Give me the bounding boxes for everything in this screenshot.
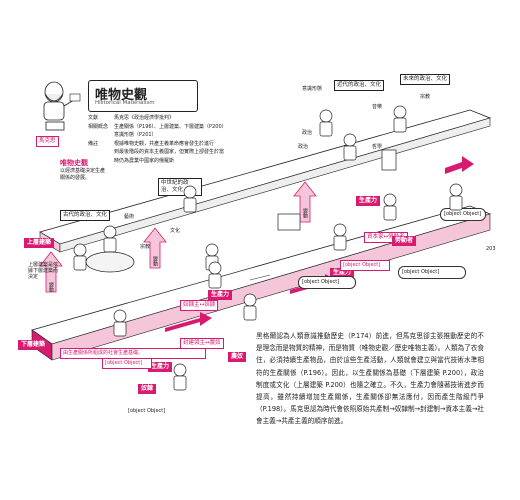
- title-box: 唯物史觀 Historical Materialism: [88, 80, 198, 112]
- def-row: 備註 根據唯物史觀，共產主義革命應會發生於進行: [88, 140, 228, 149]
- left-desc: 以經濟基礎決定生產關係的發展。: [60, 168, 106, 181]
- def-value: 馬克思《政治經濟學批判》: [114, 115, 175, 121]
- label-politics: 政治: [302, 130, 313, 136]
- future-arrow: [445, 156, 474, 174]
- power-tag: 生產力: [330, 268, 355, 278]
- def-row: 到最後階段的資本主義國家，但實際上卻發生於當時仍為農業中國家的俄羅斯: [88, 148, 228, 165]
- arena: [85, 251, 135, 273]
- caption-tech-2: [object Object]: [340, 260, 390, 271]
- def-value: 根據唯物史觀，共產主義革命應會發生於進行: [114, 140, 215, 147]
- caption-serf: [object Object]: [102, 358, 152, 369]
- def-term: 相關概念: [88, 123, 109, 130]
- label-culture: 文化: [170, 228, 181, 234]
- left-heading: 唯物史觀: [60, 159, 88, 167]
- tag-worker: 勞動者: [392, 236, 417, 246]
- label-religion-2: 宗教: [420, 94, 431, 100]
- tower: [381, 149, 397, 171]
- tag-slave: 奴隸: [138, 384, 157, 394]
- label-religion: 宗教: [140, 244, 151, 250]
- change-label: 變動: [152, 256, 158, 266]
- stage-modern: 近代的政治、文化: [334, 80, 385, 91]
- marx-illustration: [43, 81, 81, 131]
- stage-medieval: 中世紀的政治、文化: [158, 178, 202, 196]
- factory: [277, 213, 301, 231]
- def-value: 生產關係（P196）、上層建築、下層建築（P200）: [114, 123, 227, 130]
- def-row: 意識形態（P201）: [88, 131, 228, 140]
- divider: [249, 274, 271, 281]
- body-text: 黑格爾認為人類意識推動歷史（P.174）前進，但馬克思卻主張推動歷史的不是理念而…: [256, 332, 484, 426]
- label-art: 藝術: [124, 214, 135, 220]
- caption-driver: [object Object]: [128, 408, 166, 414]
- change-label: 變動: [302, 208, 308, 218]
- stage-ancient: 古代的政治、文化: [60, 210, 111, 221]
- upper-note: 上層建築是依據下層建築而決定: [28, 262, 59, 280]
- label-philosophy: 哲學: [372, 144, 383, 150]
- power-tag: 生產力: [356, 196, 381, 206]
- figure-label: 馬克思: [36, 136, 59, 147]
- caption-science: [object Object]: [398, 266, 466, 279]
- definitions-block: 文獻 馬克思《政治經濟學批判》 相關概念生產關係（P196）、上層建築、下層建築（…: [88, 114, 228, 165]
- def-row: 文獻 馬克思《政治經濟學批判》: [88, 114, 228, 123]
- relation-slave: 奴隸主↔奴隸: [180, 300, 219, 311]
- lower-building-tag: 下層建築: [18, 340, 49, 350]
- page-number: 203: [486, 246, 496, 252]
- tag-serf: 農奴: [228, 352, 247, 362]
- def-value: 到最後階段的資本主義國家，但實際上卻發生於當時仍為農業中國家的俄羅斯: [114, 149, 225, 164]
- caption-future: [object Object]: [440, 208, 486, 221]
- lower-slab-side: [51, 213, 491, 361]
- label-music: 音樂: [372, 104, 383, 110]
- page-title: 唯物史觀: [95, 88, 148, 103]
- up-arrow: [39, 181, 317, 293]
- stage-future: 未來的政治、文化: [400, 74, 451, 85]
- relation-feudal: 封建領主↔農奴: [180, 338, 224, 349]
- label-ideology: 意識形態: [302, 86, 323, 92]
- def-value: 意識形態（P201）: [114, 132, 157, 138]
- def-term: 備註: [88, 140, 99, 147]
- marx-figure: [30, 78, 82, 138]
- power-tag: 生產力: [148, 362, 173, 372]
- power-tag: 生產力: [208, 290, 233, 300]
- caption-industrial: [object Object]: [298, 276, 356, 289]
- figure-group: [73, 105, 463, 391]
- upper-building-tag: 上層建築: [24, 238, 55, 248]
- def-row: 相關概念生產關係（P196）、上層建築、下層建築（P200）: [88, 123, 228, 132]
- page-subtitle: Historical Materialism: [95, 100, 155, 106]
- change-label: 變動: [48, 282, 54, 292]
- label-politics-2: 政治: [298, 144, 309, 150]
- def-term: 文獻: [88, 115, 99, 121]
